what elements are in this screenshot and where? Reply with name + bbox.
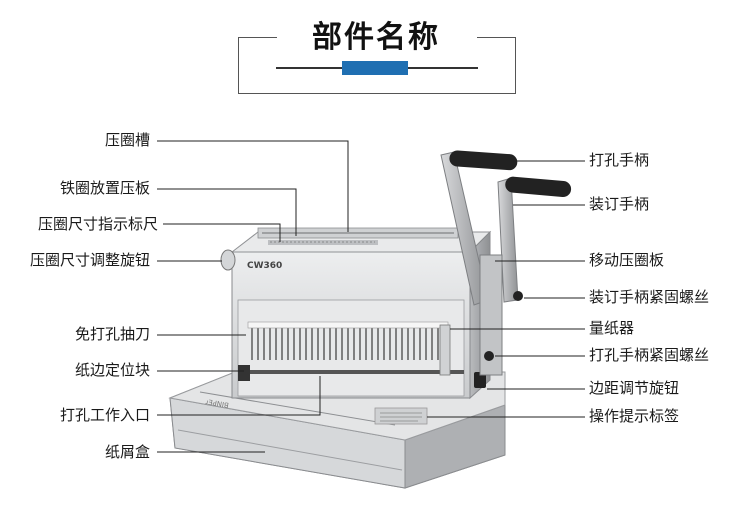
label-paper-gauge: 量纸器	[589, 319, 635, 337]
model-label: CW360	[247, 261, 282, 271]
label-ring-size-scale: 压圈尺寸指示标尺	[37, 215, 158, 233]
label-punch-entry: 打孔工作入口	[59, 406, 150, 424]
label-punch-handle-screw: 打孔手柄紧固螺丝	[589, 346, 710, 364]
main-body: CW360	[220, 227, 492, 400]
label-waste-tray: 纸屑盒	[104, 443, 150, 461]
label-punch-handle: 打孔手柄	[589, 151, 650, 169]
title-accent-bar	[342, 61, 408, 75]
base-tray: ɹƎꓒNIꓭ	[168, 371, 506, 489]
label-movable-ring-plate: 移动压圈板	[589, 251, 665, 269]
label-operation-tag: 操作提示标签	[589, 407, 680, 425]
label-paper-edge-guide: 纸边定位块	[74, 361, 150, 379]
handles	[440, 150, 572, 376]
title-rule-right	[408, 67, 478, 69]
title-frame	[238, 37, 516, 94]
label-margin-knob: 边距调节旋钮	[589, 379, 680, 397]
label-pin-release-drawer: 免打孔抽刀	[74, 325, 150, 343]
label-ring-groove: 压圈槽	[104, 131, 150, 149]
leader-lines	[157, 140, 585, 453]
label-binding-handle-screw: 装订手柄紧固螺丝	[589, 288, 710, 306]
label-binding-handle: 装订手柄	[589, 195, 650, 213]
title-rule-left	[276, 67, 342, 69]
label-ring-pressing-plate: 铁圈放置压板	[59, 179, 150, 197]
page-title: 部件名称	[312, 20, 440, 55]
label-ring-size-knob: 压圈尺寸调整旋钮	[29, 251, 150, 269]
